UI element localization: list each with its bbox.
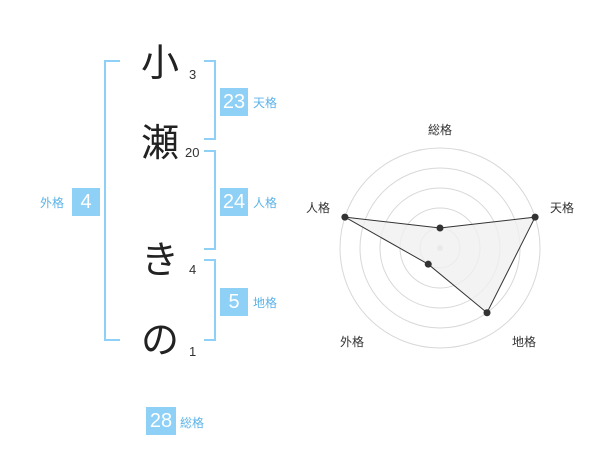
name-char-4: の <box>140 318 179 362</box>
name-char-3: き <box>140 238 179 282</box>
soukaku-badge: 28 <box>146 407 176 435</box>
name-char-2: 瀬 <box>140 121 179 165</box>
radar-point-3 <box>424 260 432 268</box>
tenkaku-bracket <box>204 60 216 140</box>
jinkaku-badge: 24 <box>220 188 248 216</box>
stroke-count-4: 1 <box>189 344 197 359</box>
gaikaku-bracket <box>104 60 120 341</box>
soukaku-label: 総格 <box>180 416 205 430</box>
radar-point-1 <box>531 213 539 221</box>
radar-axis-label-chikaku: 地格 <box>512 334 536 349</box>
radar-axis-label-jinkaku: 人格 <box>306 200 330 215</box>
radar-chart: 総格 天格 地格 外格 人格 <box>306 122 574 349</box>
jinkaku-bracket <box>204 150 216 250</box>
chikaku-label: 地格 <box>253 296 278 310</box>
gaikaku-label: 外格 <box>40 196 65 210</box>
chikaku-badge: 5 <box>220 288 248 316</box>
radar-polygon <box>344 216 536 314</box>
stroke-count-2: 20 <box>185 145 200 160</box>
stroke-count-3: 4 <box>189 262 197 277</box>
radar-point-2 <box>483 309 491 317</box>
gaikaku-badge: 4 <box>72 188 100 216</box>
radar-ring <box>339 147 541 349</box>
jinkaku-label: 人格 <box>253 196 278 210</box>
tenkaku-badge: 23 <box>220 88 248 116</box>
chikaku-bracket <box>204 259 216 341</box>
radar-axis-label-soukaku: 総格 <box>428 122 452 137</box>
radar-point-0 <box>436 224 444 232</box>
radar-axis-label-tenkaku: 天格 <box>550 200 574 215</box>
tenkaku-label: 天格 <box>253 96 278 110</box>
radar-point-4 <box>341 213 349 221</box>
radar-axis-label-gaikaku: 外格 <box>340 334 364 349</box>
stroke-count-1: 3 <box>189 67 197 82</box>
name-char-1: 小 <box>140 41 179 85</box>
